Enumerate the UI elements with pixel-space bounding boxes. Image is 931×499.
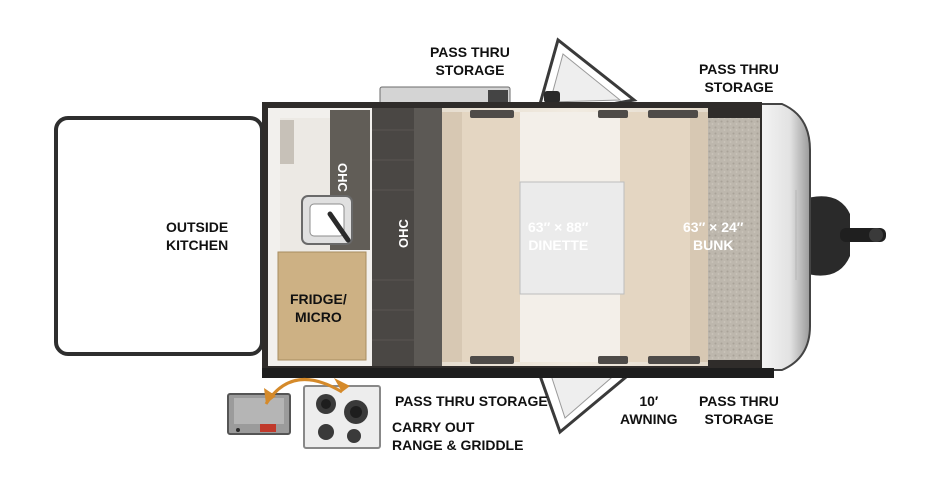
bunk-mattress xyxy=(708,118,760,360)
label-pass-thru-storage-top-center: PASS THRU STORAGE xyxy=(430,44,510,78)
dinette-bench-left xyxy=(442,112,462,362)
label-carry-out-range-griddle: CARRY OUT RANGE & GRIDDLE xyxy=(392,419,524,453)
label-outside-kitchen: OUTSIDE KITCHEN xyxy=(166,219,229,253)
label-bunk: 63″ × 24″ BUNK xyxy=(683,219,744,253)
label-awning: 10′ AWNING xyxy=(620,393,678,427)
label-ohc-galley: OHC xyxy=(334,163,350,192)
tow-tongue xyxy=(800,196,850,276)
label-pass-thru-storage-bottom-center: PASS THRU STORAGE xyxy=(395,393,548,409)
range xyxy=(303,385,381,449)
front-nose-cap xyxy=(759,103,811,371)
dinette-table xyxy=(519,181,625,295)
label-ohc-main: OHC xyxy=(395,219,411,248)
label-fridge-micro: FRIDGE/ MICRO xyxy=(290,291,347,325)
label-pass-thru-storage-bottom-right: PASS THRU STORAGE xyxy=(699,393,779,427)
label-dinette: 63″ × 88″ DINETTE xyxy=(528,219,589,253)
dinette-bench-right xyxy=(690,112,708,362)
outside-kitchen-slideout xyxy=(54,116,264,356)
ohc-main-panel xyxy=(372,108,414,366)
label-pass-thru-storage-top-right: PASS THRU STORAGE xyxy=(699,61,779,95)
fridge-micro-cabinet xyxy=(278,252,366,360)
